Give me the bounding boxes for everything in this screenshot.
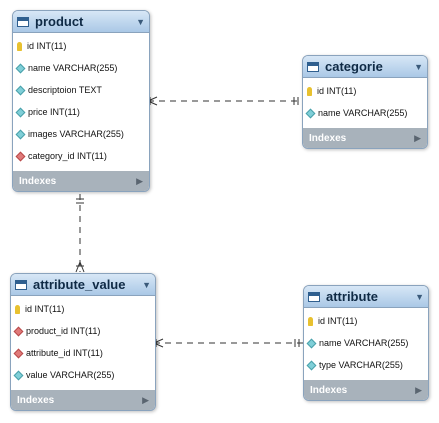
- expand-arrow-icon[interactable]: ▶: [415, 384, 422, 395]
- field-list: id INT(11) product_id INT(11) attribute_…: [11, 296, 155, 390]
- column-icon: [305, 108, 316, 118]
- column-icon: [15, 85, 26, 95]
- table-icon: [17, 16, 29, 27]
- entity-title: product: [35, 14, 84, 29]
- entity-attribute-value[interactable]: attribute_value ▼ id INT(11) product_id …: [10, 273, 156, 411]
- field-label: name VARCHAR(255): [318, 108, 408, 118]
- field-row[interactable]: category_id INT(11): [13, 145, 149, 167]
- field-label: descriptoion TEXT: [28, 85, 102, 95]
- foreign-key-icon: [13, 326, 24, 336]
- entity-product[interactable]: product ▼ id INT(11) name VARCHAR(255) d…: [12, 10, 150, 192]
- field-row[interactable]: descriptoion TEXT: [13, 79, 149, 101]
- field-row[interactable]: attribute_id INT(11): [11, 342, 155, 364]
- column-icon: [15, 107, 26, 117]
- field-label: price INT(11): [28, 107, 80, 117]
- indexes-label: Indexes: [310, 384, 348, 396]
- field-row[interactable]: product_id INT(11): [11, 320, 155, 342]
- column-icon: [306, 338, 317, 348]
- indexes-label: Indexes: [17, 394, 55, 406]
- field-row[interactable]: images VARCHAR(255): [13, 123, 149, 145]
- field-row[interactable]: value VARCHAR(255): [11, 364, 155, 386]
- indexes-bar[interactable]: Indexes ▶: [13, 171, 149, 191]
- field-list: id INT(11) name VARCHAR(255) descriptoio…: [13, 33, 149, 171]
- connector-product-attribute-value: [75, 194, 85, 273]
- indexes-bar[interactable]: Indexes ▶: [11, 390, 155, 410]
- expand-arrow-icon[interactable]: ▶: [142, 394, 149, 405]
- field-label: id INT(11): [318, 316, 358, 326]
- entity-title: attribute_value: [33, 277, 126, 292]
- field-label: images VARCHAR(255): [28, 129, 124, 139]
- field-row[interactable]: type VARCHAR(255): [304, 354, 428, 376]
- entity-title: categorie: [325, 59, 383, 74]
- primary-key-icon: [308, 316, 313, 326]
- field-label: id INT(11): [27, 41, 67, 51]
- column-icon: [15, 63, 26, 73]
- field-list: id INT(11) name VARCHAR(255) type VARCHA…: [304, 308, 428, 380]
- indexes-label: Indexes: [19, 175, 57, 187]
- field-row[interactable]: price INT(11): [13, 101, 149, 123]
- field-list: id INT(11) name VARCHAR(255): [303, 78, 427, 128]
- expand-arrow-icon[interactable]: ▶: [414, 132, 421, 143]
- field-label: name VARCHAR(255): [319, 338, 409, 348]
- primary-key-icon: [307, 86, 312, 96]
- field-label: product_id INT(11): [26, 326, 101, 336]
- column-icon: [13, 370, 24, 380]
- entity-header[interactable]: attribute_value ▼: [11, 274, 155, 296]
- field-label: id INT(11): [317, 86, 357, 96]
- field-row[interactable]: id INT(11): [13, 35, 149, 57]
- primary-key-icon: [17, 41, 22, 51]
- field-row[interactable]: id INT(11): [304, 310, 428, 332]
- entity-title: attribute: [326, 289, 378, 304]
- field-row[interactable]: id INT(11): [303, 80, 427, 102]
- expand-arrow-icon[interactable]: ▶: [136, 175, 143, 186]
- field-label: name VARCHAR(255): [28, 63, 118, 73]
- primary-key-icon: [15, 304, 20, 314]
- field-label: attribute_id INT(11): [26, 348, 103, 358]
- field-label: category_id INT(11): [28, 151, 107, 161]
- field-label: type VARCHAR(255): [319, 360, 403, 370]
- entity-attribute[interactable]: attribute ▼ id INT(11) name VARCHAR(255)…: [303, 285, 429, 401]
- foreign-key-icon: [13, 348, 24, 358]
- table-icon: [308, 291, 320, 302]
- field-row[interactable]: name VARCHAR(255): [13, 57, 149, 79]
- column-icon: [306, 360, 317, 370]
- indexes-label: Indexes: [309, 132, 347, 144]
- collapse-icon[interactable]: ▼: [415, 291, 424, 302]
- entity-categorie[interactable]: categorie ▼ id INT(11) name VARCHAR(255)…: [302, 55, 428, 149]
- collapse-icon[interactable]: ▼: [414, 61, 423, 72]
- entity-header[interactable]: product ▼: [13, 11, 149, 33]
- table-icon: [15, 279, 27, 290]
- indexes-bar[interactable]: Indexes ▶: [303, 128, 427, 148]
- entity-header[interactable]: categorie ▼: [303, 56, 427, 78]
- connector-attribute-value-attribute: [153, 338, 303, 348]
- indexes-bar[interactable]: Indexes ▶: [304, 380, 428, 400]
- collapse-icon[interactable]: ▼: [136, 16, 145, 27]
- table-icon: [307, 61, 319, 72]
- foreign-key-icon: [15, 151, 26, 161]
- field-label: value VARCHAR(255): [26, 370, 115, 380]
- field-row[interactable]: name VARCHAR(255): [303, 102, 427, 124]
- field-row[interactable]: name VARCHAR(255): [304, 332, 428, 354]
- field-label: id INT(11): [25, 304, 65, 314]
- collapse-icon[interactable]: ▼: [142, 279, 151, 290]
- connector-product-categorie: [147, 96, 302, 106]
- entity-header[interactable]: attribute ▼: [304, 286, 428, 308]
- field-row[interactable]: id INT(11): [11, 298, 155, 320]
- column-icon: [15, 129, 26, 139]
